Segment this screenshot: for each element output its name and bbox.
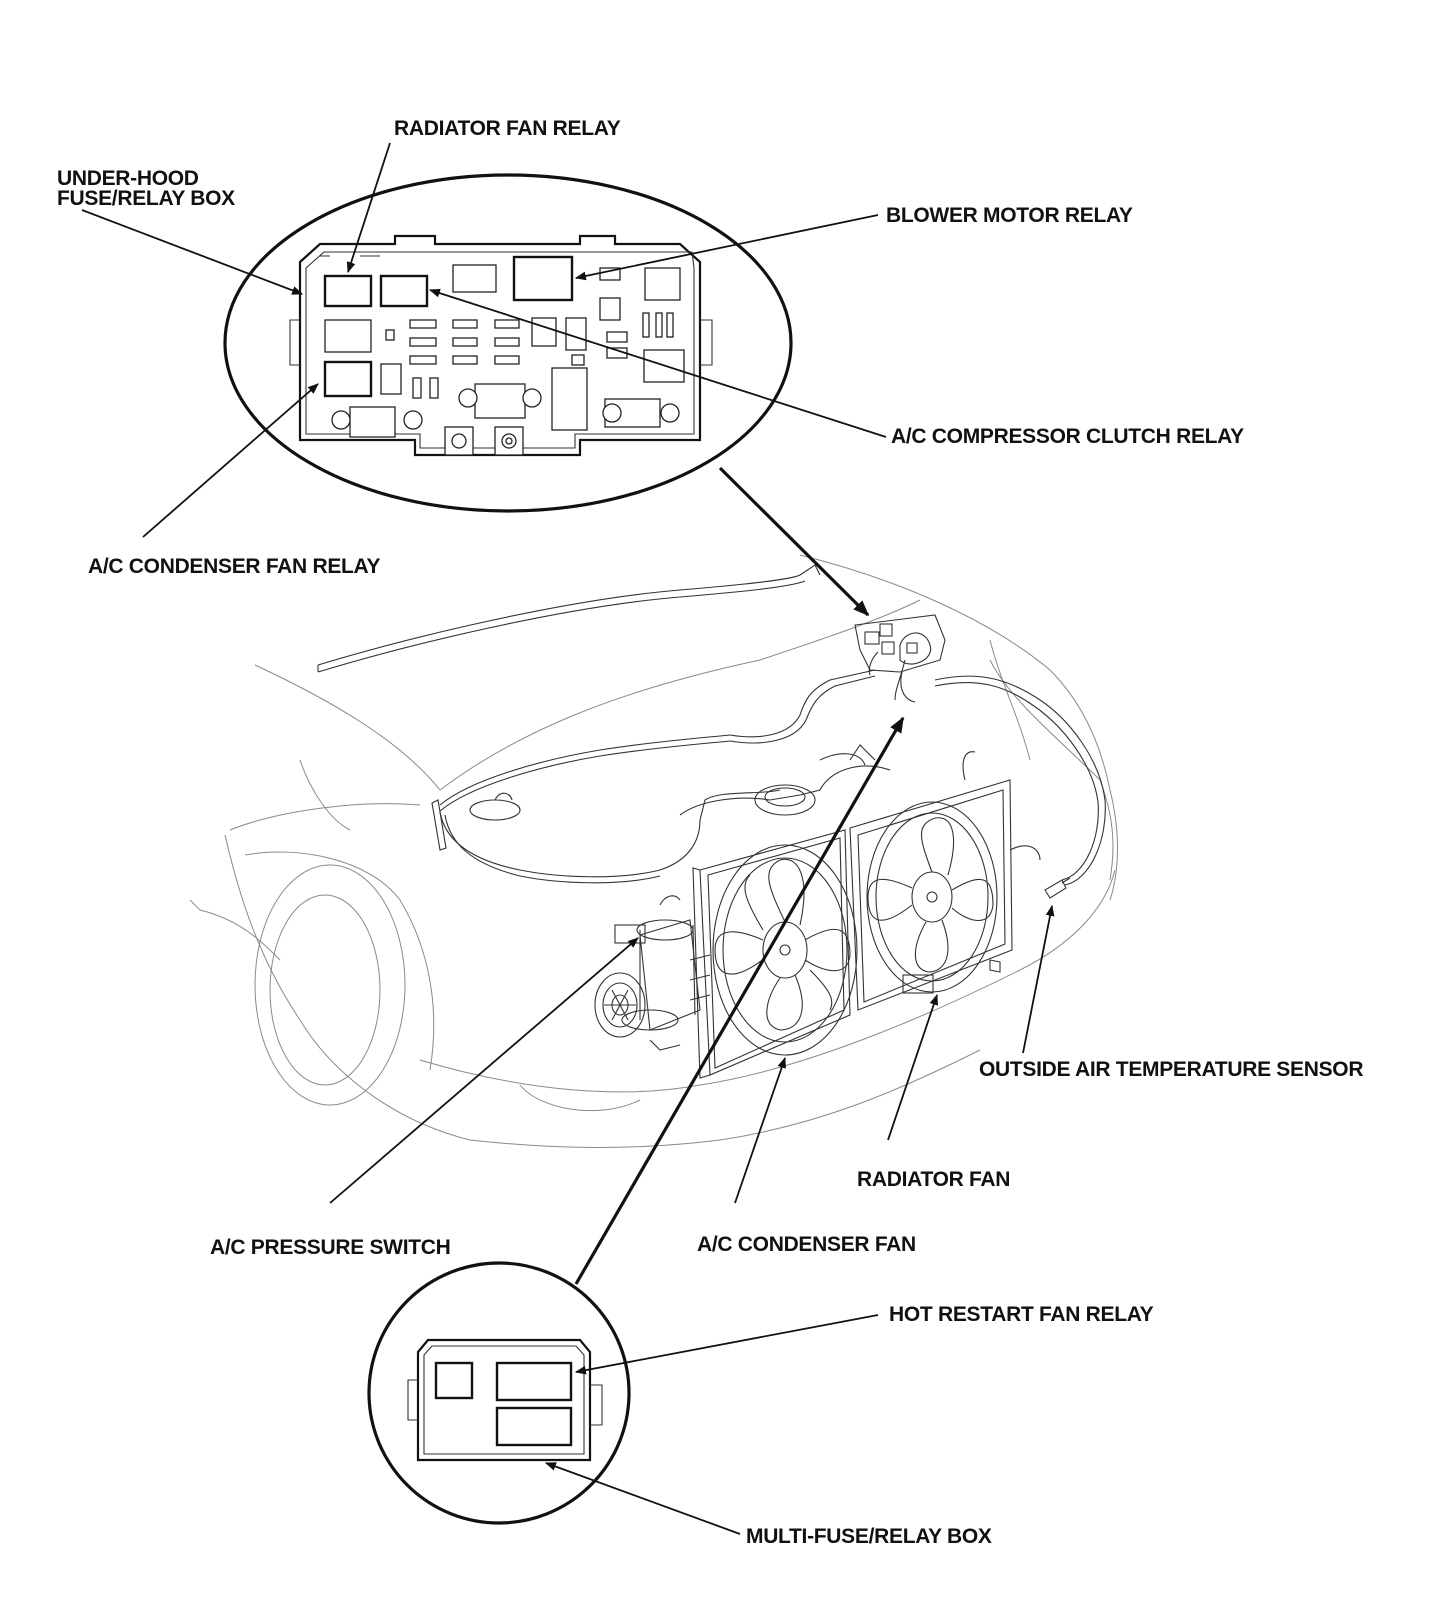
engine-bay [679,744,891,816]
under-hood-fuse-relay-box-inset [223,173,793,513]
ac-condenser-fan [692,829,858,1079]
leader-lines [81,142,1055,1535]
radiator-fan-relay-label: RADIATOR FAN RELAY [394,117,621,140]
ac-condenser-fan-label: A/C CONDENSER FAN [697,1233,916,1256]
underhood-relay-cluster [854,614,946,703]
radiator-fan [849,751,1041,1011]
multi-fuse-relay-box-inset [367,1261,631,1525]
ac-compressor [594,895,711,1051]
inset-connector-arrows [574,466,905,1285]
radiator-fan-label: RADIATOR FAN [857,1168,1010,1191]
blower-motor-relay-slot [512,255,574,302]
ac-condenser-fan-relay-slot [323,360,373,398]
hot-restart-fan-relay-label: HOT RESTART FAN RELAY [889,1303,1154,1326]
under-hood-box-label-line2: FUSE/RELAY BOX [57,187,235,210]
under-hood-box-label-line1: UNDER-HOOD [57,167,199,190]
radiator-fan-relay-slot [323,274,373,308]
ac-compressor-clutch-relay-slot [379,274,429,308]
ac-compressor-clutch-relay-label: A/C COMPRESSOR CLUTCH RELAY [891,425,1244,448]
blower-motor-relay-label: BLOWER MOTOR RELAY [886,204,1133,227]
multi-fuse-relay-box-label: MULTI-FUSE/RELAY BOX [746,1525,992,1548]
ac-pressure-switch-label: A/C PRESSURE SWITCH [210,1236,451,1259]
hot-restart-fan-relay-slot [495,1361,573,1402]
ac-condenser-fan-relay-label: A/C CONDENSER FAN RELAY [88,555,380,578]
outside-air-temperature-sensor-label: OUTSIDE AIR TEMPERATURE SENSOR [979,1058,1363,1081]
wire-harness [317,564,1106,886]
outside-air-temperature-sensor [1044,877,1071,899]
